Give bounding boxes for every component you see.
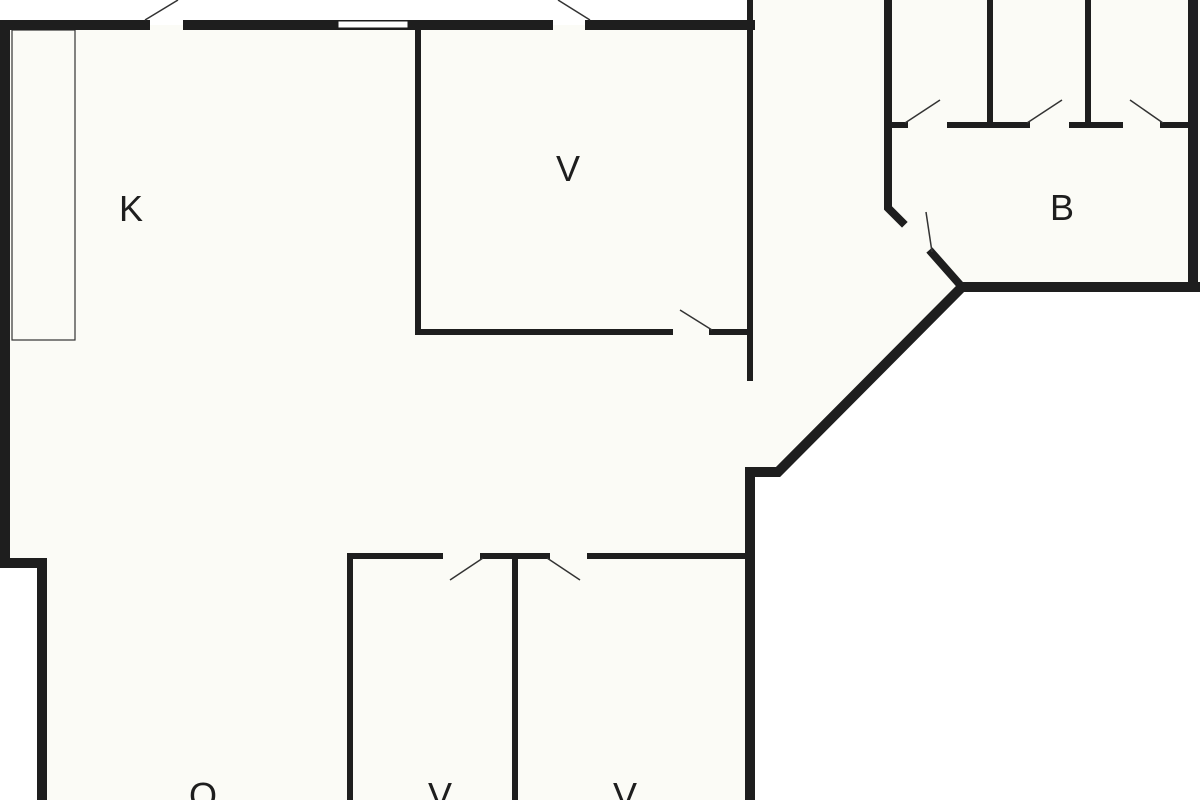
room-label-kitchen: K xyxy=(119,188,143,229)
floor-area xyxy=(5,0,1200,800)
room-label-bedroom-bottom-left: V xyxy=(428,775,452,800)
room-label-bedroom-bottom-right: V xyxy=(613,775,637,800)
door-swings xyxy=(144,0,1164,581)
room-label-bedroom-top: V xyxy=(556,148,580,189)
room-label-living: O xyxy=(189,775,217,800)
room-label-bathroom: B xyxy=(1050,187,1074,228)
interior-walls xyxy=(347,0,1193,800)
window xyxy=(337,20,409,29)
